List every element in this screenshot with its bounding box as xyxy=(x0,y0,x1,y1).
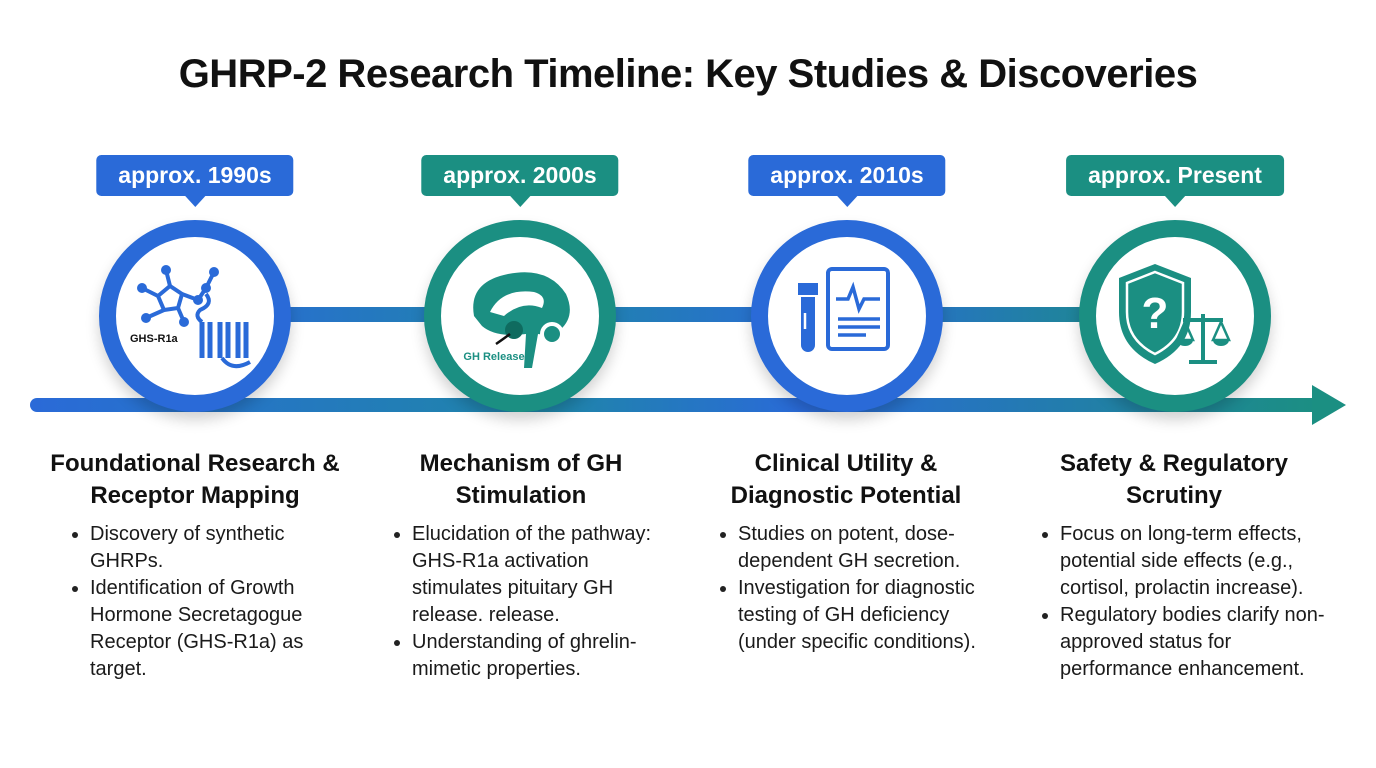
timeline-axis xyxy=(30,398,1320,412)
milestone-circle-4: ? xyxy=(1079,220,1271,412)
timeline-arrowhead xyxy=(1312,385,1346,425)
milestone-bullets-2: Elucidation of the pathway: GHS-R1a acti… xyxy=(392,521,672,683)
receptor-label: GHS-R1a xyxy=(130,333,179,345)
bullet-item: Elucidation of the pathway: GHS-R1a acti… xyxy=(392,521,672,629)
milestone-heading-1: Foundational Research & Receptor Mapping xyxy=(50,450,340,509)
milestone-circle-1: GHS-R1a xyxy=(99,220,291,412)
milestone-circle-3 xyxy=(751,220,943,412)
bullet-item: Discovery of synthetic GHRPs. xyxy=(70,521,340,575)
bullet-item: Focus on long-term effects, potential si… xyxy=(1040,521,1340,602)
period-badge-2000s: approx. 2000s xyxy=(421,155,619,207)
bullet-item: Understanding of ghrelin-mimetic propert… xyxy=(392,629,672,683)
milestone-bullets-3: Studies on potent, dose-dependent GH sec… xyxy=(718,521,998,656)
milestone-bullets-1: Discovery of synthetic GHRPs. Identifica… xyxy=(70,521,340,683)
brain-icon: GH Release xyxy=(463,272,570,368)
gh-release-label: GH Release xyxy=(463,351,524,363)
svg-text:?: ? xyxy=(1142,289,1169,338)
bullet-item: Identification of Growth Hormone Secreta… xyxy=(70,575,340,683)
milestone-heading-3: Clinical Utility & Diagnostic Potential xyxy=(730,450,962,509)
page-title: GHRP-2 Research Timeline: Key Studies & … xyxy=(178,52,1198,96)
connector-line xyxy=(195,307,1175,322)
period-badge-1990s: approx. 1990s xyxy=(96,155,294,207)
shield-scales-icon: ? xyxy=(1119,264,1231,364)
milestone-heading-2: Mechanism of GH Stimulation xyxy=(419,450,623,509)
test-tube-report-icon xyxy=(798,267,890,352)
milestone-circle-2: GH Release xyxy=(424,220,616,412)
milestone-bullets-4: Focus on long-term effects, potential si… xyxy=(1040,521,1340,683)
molecule-receptor-icon: GHS-R1a xyxy=(130,265,251,369)
milestone-heading-4: Safety & Regulatory Scrutiny xyxy=(1059,450,1289,509)
period-badge-2010s: approx. 2010s xyxy=(748,155,946,207)
bullet-item: Studies on potent, dose-dependent GH sec… xyxy=(718,521,998,575)
bullet-item: Investigation for diagnostic testing of … xyxy=(718,575,998,656)
period-badge-present: approx. Present xyxy=(1066,155,1284,207)
bullet-item: Regulatory bodies clarify non-approved s… xyxy=(1040,602,1340,683)
